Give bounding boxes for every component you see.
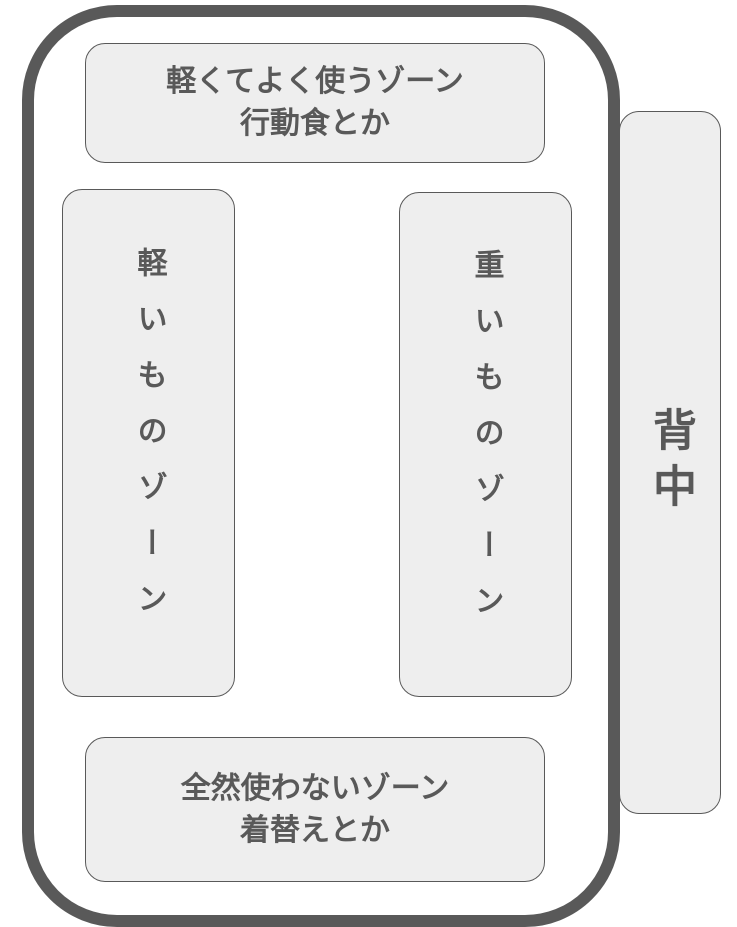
zone-top: 軽くてよく使うゾーン 行動食とか xyxy=(85,43,545,163)
zone-left: 軽いものゾーン xyxy=(62,189,235,697)
zone-back: 背中 xyxy=(619,111,721,814)
zone-left-label: 軽いものゾーン xyxy=(131,247,167,639)
zone-back-label: 背中 xyxy=(645,406,696,519)
zone-top-line2: 行動食とか xyxy=(240,106,390,141)
zone-bottom-line1: 全然使わないゾーン xyxy=(180,770,450,806)
zone-right: 重いものゾーン xyxy=(399,192,572,697)
zone-top-line1: 軽くてよく使うゾーン xyxy=(166,64,464,99)
zone-right-label: 重いものゾーン xyxy=(468,248,504,641)
zone-bottom: 全然使わないゾーン 着替えとか xyxy=(85,737,545,882)
zone-bottom-line2: 着替えとか xyxy=(240,812,390,848)
